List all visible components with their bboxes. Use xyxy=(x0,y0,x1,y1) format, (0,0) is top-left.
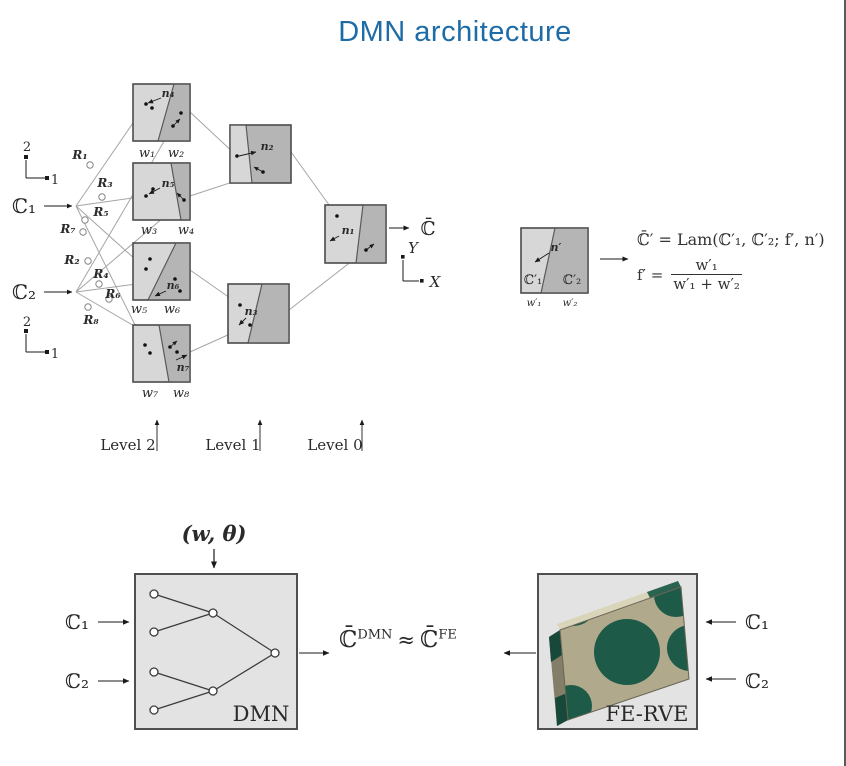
ferve-panel-label: FE-RVE xyxy=(606,702,689,726)
level2-box-2: n₅ w₃ w₄ xyxy=(132,162,194,238)
dmn-tree-edges xyxy=(153,593,276,711)
dmn-panel-label: DMN xyxy=(233,702,290,726)
normal-label-n7: n₇ xyxy=(177,361,190,374)
network-edges xyxy=(75,103,367,353)
output-axis-y: Y xyxy=(408,239,420,257)
level2-box-1: n₄ w₁ w₂ xyxy=(132,83,191,161)
equation-rhs-sup: FE xyxy=(438,627,457,643)
axis-glyph-top: 2 1 xyxy=(23,140,59,188)
normal-label-n2: n₂ xyxy=(261,140,274,153)
rotation-label-r8: R₈ xyxy=(82,313,99,327)
rotation-labels: R₁ R₃ R₅ R₇ R₂ R₄ R₆ R₈ xyxy=(59,148,120,327)
weight-label-w3: w₃ xyxy=(141,223,157,238)
level-1-label: Level 1 xyxy=(205,436,260,454)
weight-label-w2: w₂ xyxy=(168,146,184,161)
axis-glyph-bottom: 2 1 xyxy=(23,315,59,362)
level0-box-n1: n₁ xyxy=(324,204,387,264)
dmn-input-c1-label: ℂ₁ xyxy=(65,610,89,634)
rotation-label-r2: R₂ xyxy=(63,253,79,267)
parameters-label: (w, θ) xyxy=(182,521,247,546)
normal-label-n3: n₃ xyxy=(245,305,258,318)
normal-label-n5: n₅ xyxy=(162,177,175,190)
rotation-label-r3: R₃ xyxy=(96,176,112,190)
axis-top-1: 1 xyxy=(51,173,59,188)
input-c1-label: ℂ₁ xyxy=(12,194,36,218)
level2-box-3: n₆ w₅ w₆ xyxy=(131,242,191,317)
level-2-label: Level 2 xyxy=(100,436,155,454)
dmn-fe-equation: ℂ̄DMN≈ℂ̄FE xyxy=(339,627,457,653)
legend-fraction-formula: f′ = w′₁ w′₁ + w′₂ xyxy=(637,256,742,293)
normal-label-n4: n₄ xyxy=(162,87,175,100)
fraction-denominator: w′₁ + w′₂ xyxy=(673,275,740,293)
equation-lhs-sup: DMN xyxy=(357,627,393,643)
rotation-label-r6: R₆ xyxy=(104,287,120,301)
level-0-label: Level 0 xyxy=(307,436,362,454)
weight-label-w5: w₅ xyxy=(131,302,148,317)
rotation-circles xyxy=(79,161,113,311)
output-axis-glyph: Y X xyxy=(401,239,442,291)
level-markers: Level 2 Level 1 Level 0 xyxy=(100,419,365,454)
network-output: ℂ̄ xyxy=(389,217,436,240)
rotation-label-r5: R₅ xyxy=(92,205,108,219)
legend-normal-label: n′ xyxy=(551,241,562,254)
weight-label-w8: w₈ xyxy=(173,386,190,401)
axis-top-2: 2 xyxy=(23,140,31,155)
ferve-input-c1-label: ℂ₁ xyxy=(745,610,769,634)
equation-rhs-base: ℂ̄ xyxy=(420,627,439,653)
normal-label-n1: n₁ xyxy=(342,224,355,237)
fraction-numerator: w′₁ xyxy=(671,256,742,275)
legend-lamination-formula: ℂ̄′ = Lam(ℂ′₁, ℂ′₂; f′, n′) xyxy=(637,230,825,249)
level1-box-n2: n₂ xyxy=(229,124,292,184)
level2-box-4: n₇ w₇ w₈ xyxy=(132,324,191,401)
legend-phase1-label: ℂ′₁ xyxy=(524,273,543,288)
fraction-lhs: f′ = xyxy=(637,265,664,284)
dmn-input-c2-label: ℂ₂ xyxy=(65,669,89,693)
dmn-panel: DMN xyxy=(134,573,298,730)
ferve-input-c2-label: ℂ₂ xyxy=(745,669,769,693)
output-c-bar-label: ℂ̄ xyxy=(420,217,435,240)
fraction: w′₁ w′₁ + w′₂ xyxy=(671,256,742,293)
frame-right-border xyxy=(844,0,846,766)
weight-label-w7: w₇ xyxy=(142,386,159,401)
rotation-label-r7: R₇ xyxy=(59,222,75,236)
rotation-label-r4: R₄ xyxy=(92,267,108,281)
legend-weight1-label: w′₁ xyxy=(527,298,542,309)
dmn-tree-nodes xyxy=(149,589,280,715)
rotation-label-r1: R₁ xyxy=(71,148,87,162)
axis-bottom-1: 1 xyxy=(51,347,59,362)
normal-label-n6: n₆ xyxy=(167,279,180,292)
ferve-panel: FE-RVE xyxy=(537,573,698,730)
weight-label-w1: w₁ xyxy=(139,146,155,161)
level1-box-n3: n₃ xyxy=(227,283,290,344)
legend-weight2-label: w′₂ xyxy=(563,298,578,309)
weight-label-w4: w₄ xyxy=(178,223,194,238)
input-c2-label: ℂ₂ xyxy=(12,280,36,304)
equation-lhs-base: ℂ̄ xyxy=(339,627,358,653)
equation-approx-sign: ≈ xyxy=(397,628,416,652)
legend-phase2-label: ℂ′₂ xyxy=(563,273,582,288)
page-title: DMN architecture xyxy=(338,16,572,48)
output-axis-x: X xyxy=(429,273,442,291)
weight-label-w6: w₆ xyxy=(164,302,180,317)
legend-laminate-box: n′ ℂ′₁ ℂ′₂ w′₁ w′₂ xyxy=(520,227,589,309)
axis-bottom-2: 2 xyxy=(23,315,31,330)
